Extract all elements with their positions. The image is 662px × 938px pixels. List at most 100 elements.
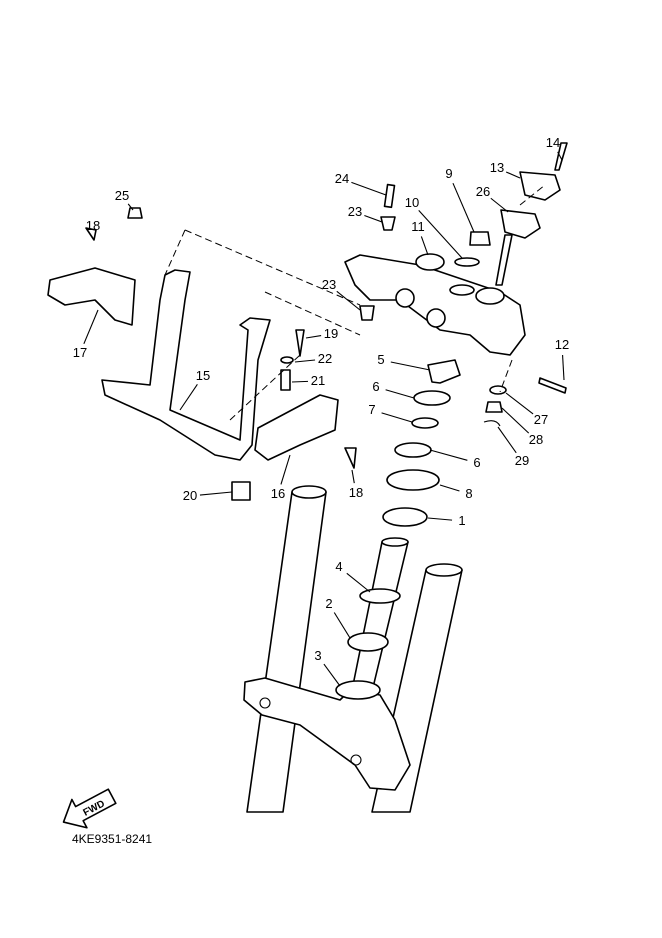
leader-line (420, 236, 429, 256)
part-21-collar (280, 369, 291, 391)
part-25-nut (127, 207, 143, 219)
leader-line (199, 491, 233, 496)
part-callout: 24 (335, 171, 349, 186)
part-3-bearing (335, 680, 381, 700)
part-callout: 18 (349, 485, 363, 500)
part-callout: 12 (555, 337, 569, 352)
part-callout: 23 (348, 204, 362, 219)
part-6-ring-nut (394, 442, 432, 458)
leader-line (179, 383, 198, 411)
part-callout: 15 (196, 368, 210, 383)
leader-line (505, 171, 521, 179)
leader-line (490, 197, 509, 213)
leader-line (280, 454, 291, 485)
part-callout: 27 (534, 412, 548, 427)
leader-line (364, 214, 383, 223)
leader-line (385, 389, 415, 399)
part-callout: 21 (311, 373, 325, 388)
part-20-damper (231, 481, 251, 501)
leader-line (557, 151, 563, 161)
part-15-stay (101, 269, 271, 461)
part-callout: 23 (322, 277, 336, 292)
leader-line (497, 426, 517, 454)
part-callout: 7 (368, 402, 375, 417)
steering-stem (349, 537, 409, 701)
part-23-damper (359, 305, 375, 321)
leader-line (291, 380, 309, 383)
part-callout: 26 (476, 184, 490, 199)
part-27-washer (489, 385, 507, 395)
part-callout: 17 (73, 345, 87, 360)
leader-line (452, 182, 475, 233)
part-17-bracket (47, 267, 136, 326)
part-callout: 11 (411, 219, 425, 234)
part-callout: 1 (458, 513, 465, 528)
diagram-code: 4KE9351-8241 (72, 832, 153, 846)
part-6-ring-nut (413, 390, 451, 406)
part-16-bracket (254, 394, 339, 461)
leader-line (562, 354, 565, 381)
part-callout: 22 (318, 351, 332, 366)
leader-line (127, 203, 134, 211)
part-callout: 20 (183, 488, 197, 503)
part-10-washer (454, 257, 480, 267)
part-5-washer (427, 359, 461, 384)
part-9-nut (469, 231, 491, 246)
part-14-bolt (554, 142, 568, 171)
holder-bolt (495, 234, 513, 286)
leader-line (505, 392, 534, 415)
leader-line (418, 210, 463, 259)
part-24-collar (383, 183, 396, 209)
part-23-damper (380, 216, 396, 231)
part-26-holder (500, 209, 541, 239)
part-12-bolt (538, 377, 567, 394)
leader-line (323, 663, 341, 687)
part-2-bearing (347, 632, 389, 652)
leader-line (351, 469, 355, 484)
leader-line (439, 484, 460, 492)
part-callout: 28 (529, 432, 543, 447)
part-callout: 25 (115, 188, 129, 203)
part-callout: 29 (515, 453, 529, 468)
part-callout: 3 (314, 648, 321, 663)
part-callout: 19 (324, 326, 338, 341)
part-callout: 6 (473, 455, 480, 470)
leader-line (333, 612, 351, 639)
part-callout: 5 (377, 352, 384, 367)
part-callout: 18 (86, 218, 100, 233)
fwd-arrow-icon: FWD (62, 788, 117, 829)
part-7-washer (411, 417, 439, 429)
under-bracket (243, 677, 411, 791)
part-13-holder (519, 171, 561, 201)
part-callout: 8 (465, 486, 472, 501)
part-4-race (359, 588, 401, 604)
part-callout: 14 (546, 135, 560, 150)
bracket-hole (350, 754, 362, 766)
leader-line (336, 290, 361, 311)
part-1-bearing (382, 507, 428, 527)
leader-line (305, 335, 322, 339)
part-19-bolt (295, 329, 305, 357)
bracket-hole (259, 697, 271, 709)
leader-line (501, 407, 530, 434)
part-8-cover (386, 469, 440, 491)
part-callout: 2 (325, 596, 332, 611)
leader-line (427, 517, 453, 521)
leader-line (294, 359, 316, 363)
leader-line (351, 181, 387, 196)
part-18-bolt (344, 447, 357, 469)
part-callout: 10 (405, 195, 419, 210)
leader-line (429, 449, 468, 461)
part-29-clip (483, 420, 501, 427)
part-22-washer (280, 356, 294, 364)
part-callout: 9 (445, 166, 452, 181)
part-28-nut (485, 401, 503, 413)
part-callout: 4 (335, 559, 342, 574)
part-18-bolt (85, 227, 97, 241)
leader-line (381, 412, 413, 423)
part-callout: 16 (271, 486, 285, 501)
part-callout: 6 (372, 379, 379, 394)
leader-line (346, 572, 371, 593)
leader-line (390, 361, 431, 371)
